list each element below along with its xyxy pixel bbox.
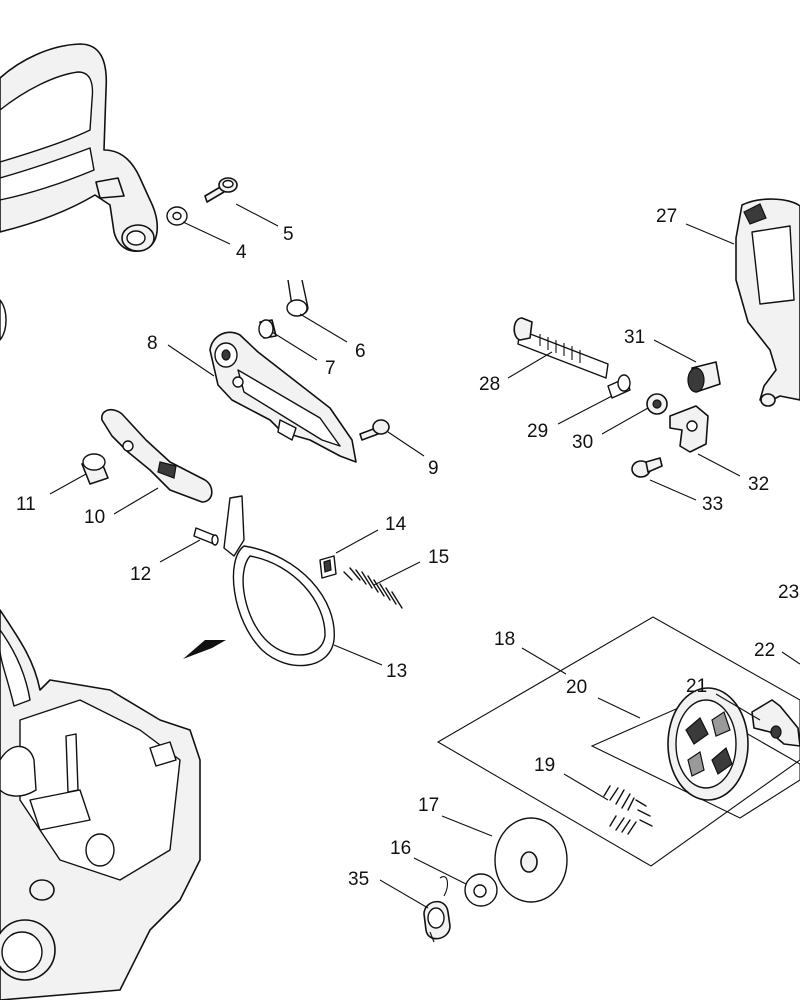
plate-32 (669, 405, 709, 453)
gear-31 (687, 361, 721, 393)
spring-19 (603, 785, 653, 835)
callout-18: 18 (494, 629, 515, 650)
spring-15 (343, 567, 403, 609)
callout-15: 15 (428, 547, 449, 568)
hand-guard (0, 43, 159, 341)
callout-10: 10 (84, 507, 105, 528)
sprocket-cover-27 (735, 198, 800, 407)
screw-5 (204, 177, 238, 203)
callout-33: 33 (702, 494, 723, 515)
clip-14 (319, 555, 337, 579)
link-10 (101, 408, 213, 503)
callout-14: 14 (385, 514, 407, 535)
callout-4: 4 (236, 242, 247, 263)
callout-27: 27 (656, 206, 677, 227)
washer-17 (494, 817, 568, 903)
callout-6: 6 (355, 341, 366, 362)
callout-13: 13 (386, 661, 407, 682)
pin-12 (193, 527, 219, 546)
direction-arrow (183, 640, 226, 659)
callout-30: 30 (572, 432, 593, 453)
callout-7: 7 (325, 358, 336, 379)
callout-16: 16 (390, 838, 411, 859)
screw-9 (359, 419, 390, 441)
clutch-shoe-21 (751, 699, 800, 747)
callout-5: 5 (283, 224, 294, 245)
callout-11: 11 (16, 494, 36, 515)
gear-30 (646, 393, 668, 415)
washer-4 (166, 206, 188, 226)
callout-32: 32 (748, 474, 769, 495)
clutch-20 (667, 687, 749, 801)
pin-6 (286, 279, 309, 317)
callout-9: 9 (428, 458, 439, 479)
leader-lines (49, 203, 800, 909)
callout-29: 29 (527, 421, 548, 442)
callout-20: 20 (566, 677, 587, 698)
callout-31: 31 (624, 327, 645, 348)
clutch-kit-frame (436, 616, 800, 867)
bush-7 (258, 319, 277, 339)
nut-29 (607, 374, 631, 399)
callout-8: 8 (147, 333, 158, 354)
callout-17: 17 (418, 795, 439, 816)
spring-35 (423, 876, 451, 943)
bolt-28 (513, 317, 609, 379)
callout-22: 22 (754, 640, 775, 661)
bush-11 (81, 453, 109, 485)
callout-21: 21 (686, 676, 707, 697)
callout-23: 23 (778, 582, 799, 603)
brake-lever-8 (209, 331, 357, 463)
crankcase (0, 609, 201, 1000)
screw-33 (631, 457, 663, 478)
callout-28: 28 (479, 374, 500, 395)
callout-labels: 4 5 6 7 8 9 10 11 12 13 14 15 16 17 18 1… (16, 206, 799, 890)
callout-12: 12 (130, 564, 151, 585)
callout-19: 19 (534, 755, 555, 776)
callout-35: 35 (348, 869, 369, 890)
washer-16 (464, 873, 498, 907)
brake-band-13 (223, 495, 335, 667)
